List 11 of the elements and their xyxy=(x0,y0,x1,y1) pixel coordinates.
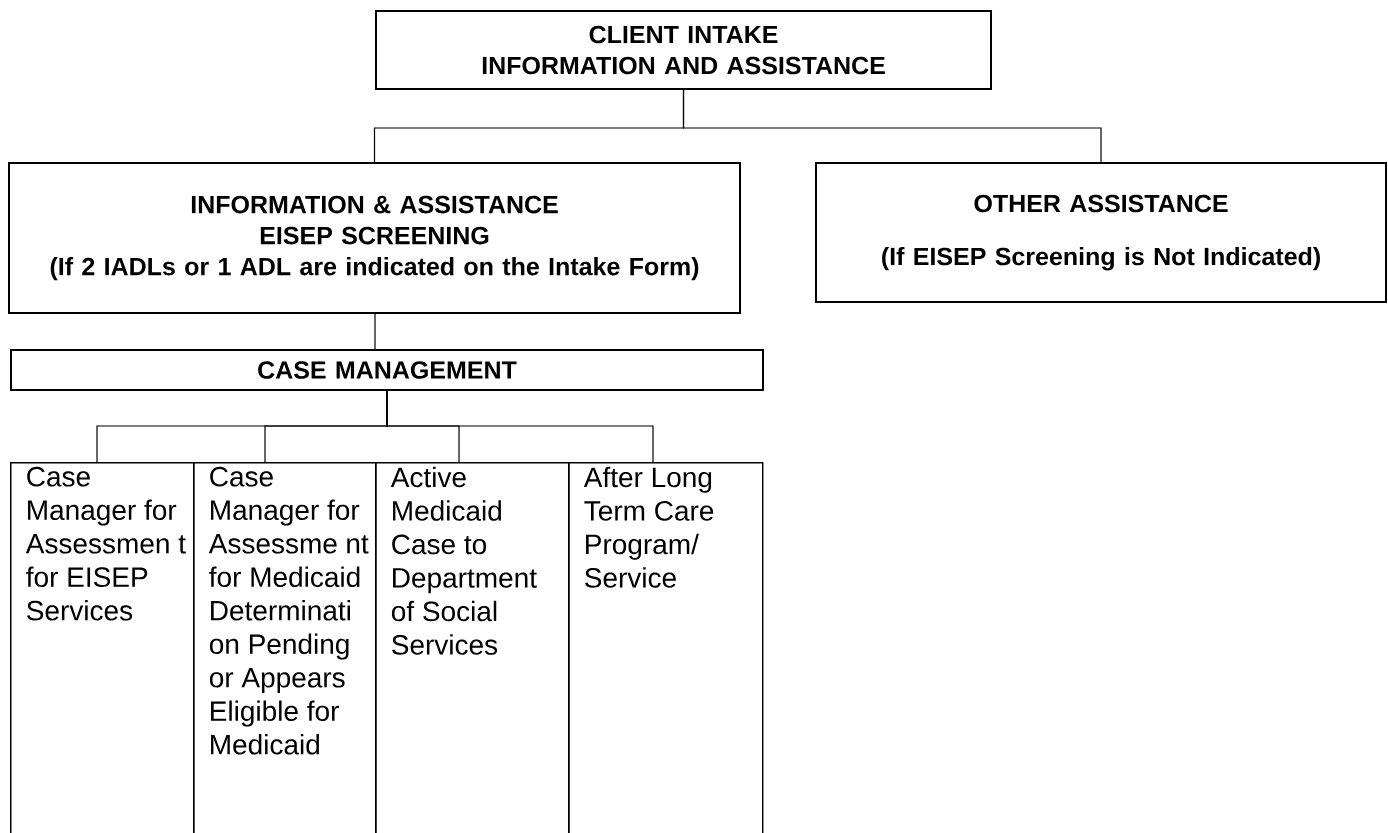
heading-box: CLIENT INTAKE INFORMATION AND ASSISTANCE xyxy=(375,10,992,90)
column-box: Case Manager for Assessmen t for EISEP Services xyxy=(10,462,195,833)
connector-line xyxy=(386,390,654,463)
connector-line xyxy=(682,89,1102,163)
heading-box: CASE MANAGEMENT xyxy=(10,349,764,391)
column-box: Active Medicaid Case to Department of Social Services xyxy=(375,462,570,833)
connector-line xyxy=(374,313,376,350)
heading-box: OTHER ASSISTANCE (If EISEP Screening is Not Indicated) xyxy=(815,162,1387,303)
heading-box: INFORMATION & ASSISTANCE EISEP SCREENING (If 2 IADLs or 1 ADL are indicated on the Intake Form) xyxy=(8,162,741,314)
column-box: After Long Term Care Program/ Service xyxy=(568,462,764,833)
column-box: Case Manager for Assessme nt for Medicaid Determinati on Pending or Appears Eligible for Medicaid xyxy=(193,462,377,833)
